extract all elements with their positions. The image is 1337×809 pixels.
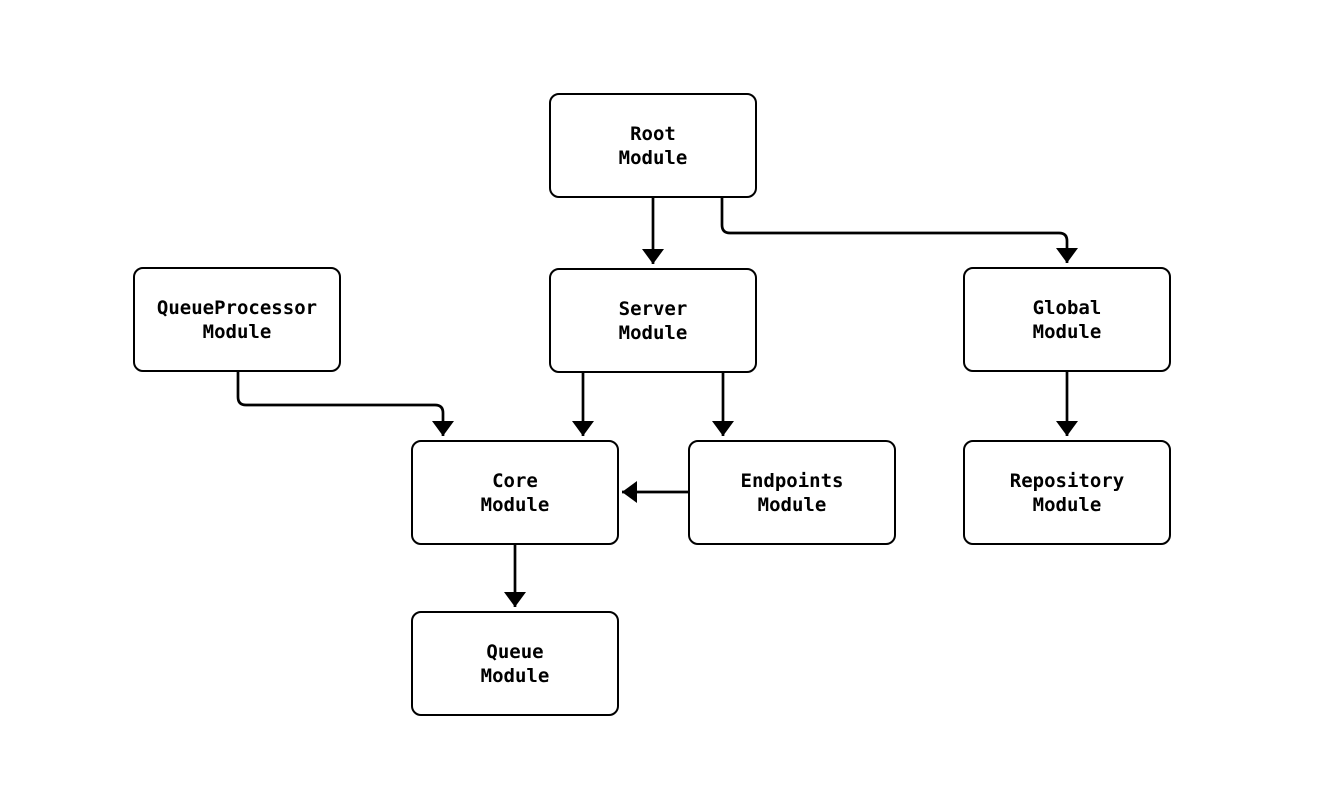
node-core-module: Core Module xyxy=(411,440,619,545)
node-endpoints-module-label: Endpoints Module xyxy=(740,469,844,516)
node-queueprocessor-module: QueueProcessor Module xyxy=(133,267,341,372)
node-root-module-label: Root Module xyxy=(618,122,688,169)
node-core-module-label: Core Module xyxy=(480,469,550,516)
node-queue-module-label: Queue Module xyxy=(480,640,550,687)
node-queueprocessor-module-label: QueueProcessor Module xyxy=(156,296,318,343)
node-server-module: Server Module xyxy=(549,268,757,373)
node-repository-module-label: Repository Module xyxy=(1009,469,1125,516)
edge-root-to-global xyxy=(720,198,1078,263)
node-queue-module: Queue Module xyxy=(411,611,619,716)
node-global-module-label: Global Module xyxy=(1032,296,1102,343)
node-server-module-label: Server Module xyxy=(618,297,688,344)
node-endpoints-module: Endpoints Module xyxy=(688,440,896,545)
edge-queueprocessor-to-core xyxy=(236,372,454,436)
node-repository-module: Repository Module xyxy=(963,440,1171,545)
node-root-module: Root Module xyxy=(549,93,757,198)
node-global-module: Global Module xyxy=(963,267,1171,372)
